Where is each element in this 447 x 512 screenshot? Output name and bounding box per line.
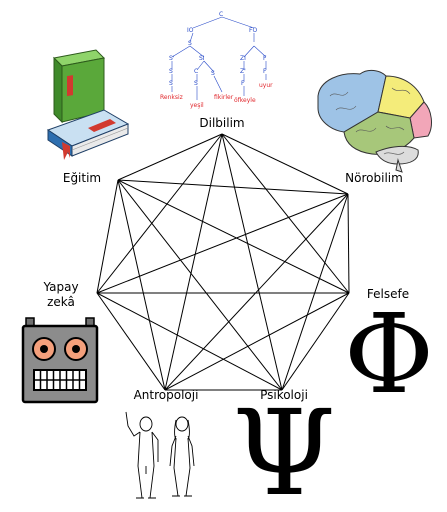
tree-node: C	[194, 68, 198, 75]
tree-node: S	[211, 70, 215, 77]
heptagon-diagonal	[117, 179, 349, 195]
heptagon-diagonal	[221, 133, 350, 294]
heptagon-diagonal	[117, 179, 166, 391]
tree-word: Renksiz	[160, 94, 183, 101]
tree-node: Z'	[240, 68, 246, 75]
tree-node: F	[263, 55, 267, 62]
node-label-dilbilim: Dilbilim	[199, 116, 244, 130]
heptagon-diagonal	[96, 193, 349, 294]
heptagon-diagonal	[117, 179, 350, 294]
heptagon-edge	[117, 133, 223, 181]
tree-word: fikirler	[214, 94, 234, 101]
tree-node: S'	[169, 55, 175, 62]
node-label-psikoloji: Psikoloji	[260, 388, 308, 402]
tree-word: uyur	[259, 82, 273, 89]
tree-node: F	[241, 80, 245, 87]
connection-lines	[96, 133, 350, 391]
tree-node: IO	[187, 27, 194, 34]
humans-icon	[125, 411, 195, 499]
phi-icon: Φ	[344, 290, 434, 418]
heptagon-edge	[96, 292, 166, 391]
tree-root: C	[219, 11, 223, 18]
node-label-felsefe: Felsefe	[367, 287, 409, 301]
heptagon-edge	[221, 133, 349, 195]
tree-node: FO	[249, 27, 257, 34]
tree-node: S	[169, 80, 173, 87]
brain-icon	[317, 69, 432, 173]
heptagon-diagonal	[221, 133, 283, 391]
tree-node: ZI	[240, 55, 246, 62]
heptagon-edge	[281, 292, 350, 391]
tree-node: SI	[199, 55, 205, 62]
node-label-norobilim: Nörobilim	[345, 171, 403, 185]
tree-node: F	[263, 68, 267, 75]
node-label-yapay-zeka-line2: zekâ	[47, 295, 75, 309]
tree-node: S	[194, 80, 198, 87]
books-icon	[46, 49, 130, 160]
heptagon-edge	[347, 193, 350, 294]
tree-node: S	[169, 68, 173, 75]
heptagon-diagonal	[164, 133, 223, 391]
syntax-tree-icon: C IO FO S S' SI S C S S S ZI F Z' F F Re…	[160, 11, 273, 109]
heptagon-diagonal	[164, 193, 349, 391]
robot-icon	[21, 317, 99, 404]
tree-word: yeşil	[190, 102, 204, 109]
heptagon-edge	[96, 179, 119, 294]
node-label-antropoloji: Antropoloji	[134, 388, 199, 402]
heptagon-diagonal	[96, 133, 223, 294]
heptagon-diagonal	[117, 179, 283, 391]
psi-icon: Ψ	[232, 384, 335, 512]
heptagon-diagonal	[96, 292, 283, 391]
node-label-yapay-zeka-line1: Yapay	[42, 280, 78, 294]
heptagon-diagonal	[164, 292, 350, 391]
heptagon-diagonal	[281, 193, 349, 391]
node-label-egitim: Eğitim	[63, 171, 101, 185]
tree-word: öfkeyle	[234, 97, 256, 104]
tree-node: S	[188, 40, 192, 47]
